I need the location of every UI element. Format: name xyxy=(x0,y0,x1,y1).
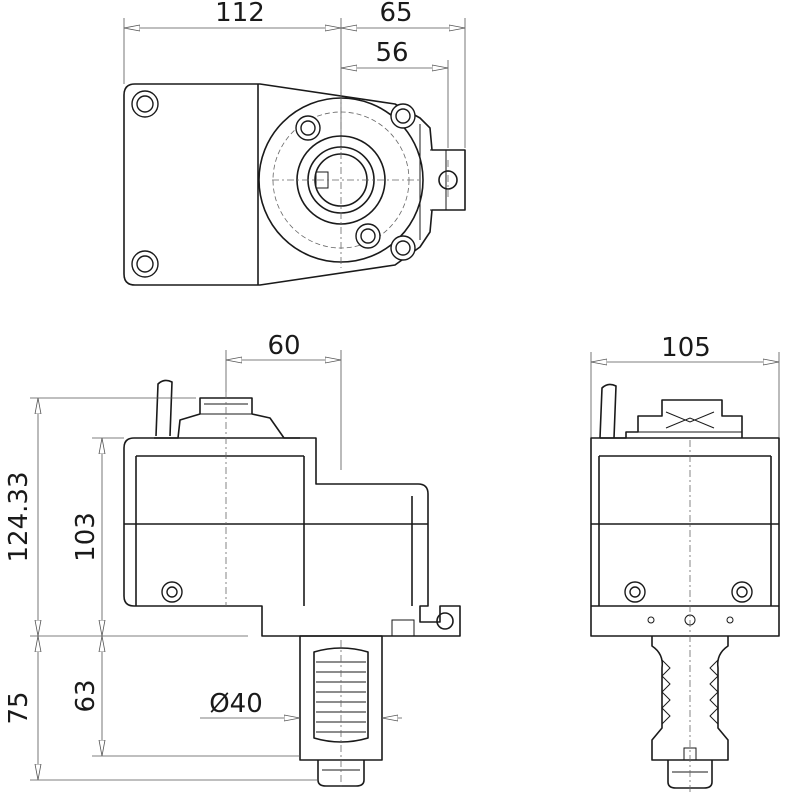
screw-icon xyxy=(161,581,183,603)
top-view: 112 65 56 xyxy=(123,0,466,286)
dim-label-56: 56 xyxy=(375,38,408,68)
screw-icon xyxy=(131,90,159,118)
screw-icon xyxy=(624,581,646,603)
screw-icon xyxy=(295,115,321,141)
dim-label-60: 60 xyxy=(267,331,300,361)
dim-label-103: 103 xyxy=(71,512,101,562)
dim-label-112: 112 xyxy=(215,0,265,28)
screw-icon xyxy=(131,250,159,278)
front-view: 105 xyxy=(590,333,780,792)
screw-icon xyxy=(731,581,753,603)
side-view: 60 124.33 75 103 63 Ø40 xyxy=(4,331,461,790)
screw-icon xyxy=(390,103,416,129)
screw-icon xyxy=(355,223,381,249)
screw-icon xyxy=(390,235,416,261)
dim-label-63: 63 xyxy=(71,679,101,712)
dim-label-diameter: Ø40 xyxy=(209,689,263,719)
dim-label-105: 105 xyxy=(661,333,711,363)
dim-label-124-33: 124.33 xyxy=(4,472,34,563)
dim-label-65: 65 xyxy=(379,0,412,28)
dim-label-75: 75 xyxy=(4,691,34,724)
